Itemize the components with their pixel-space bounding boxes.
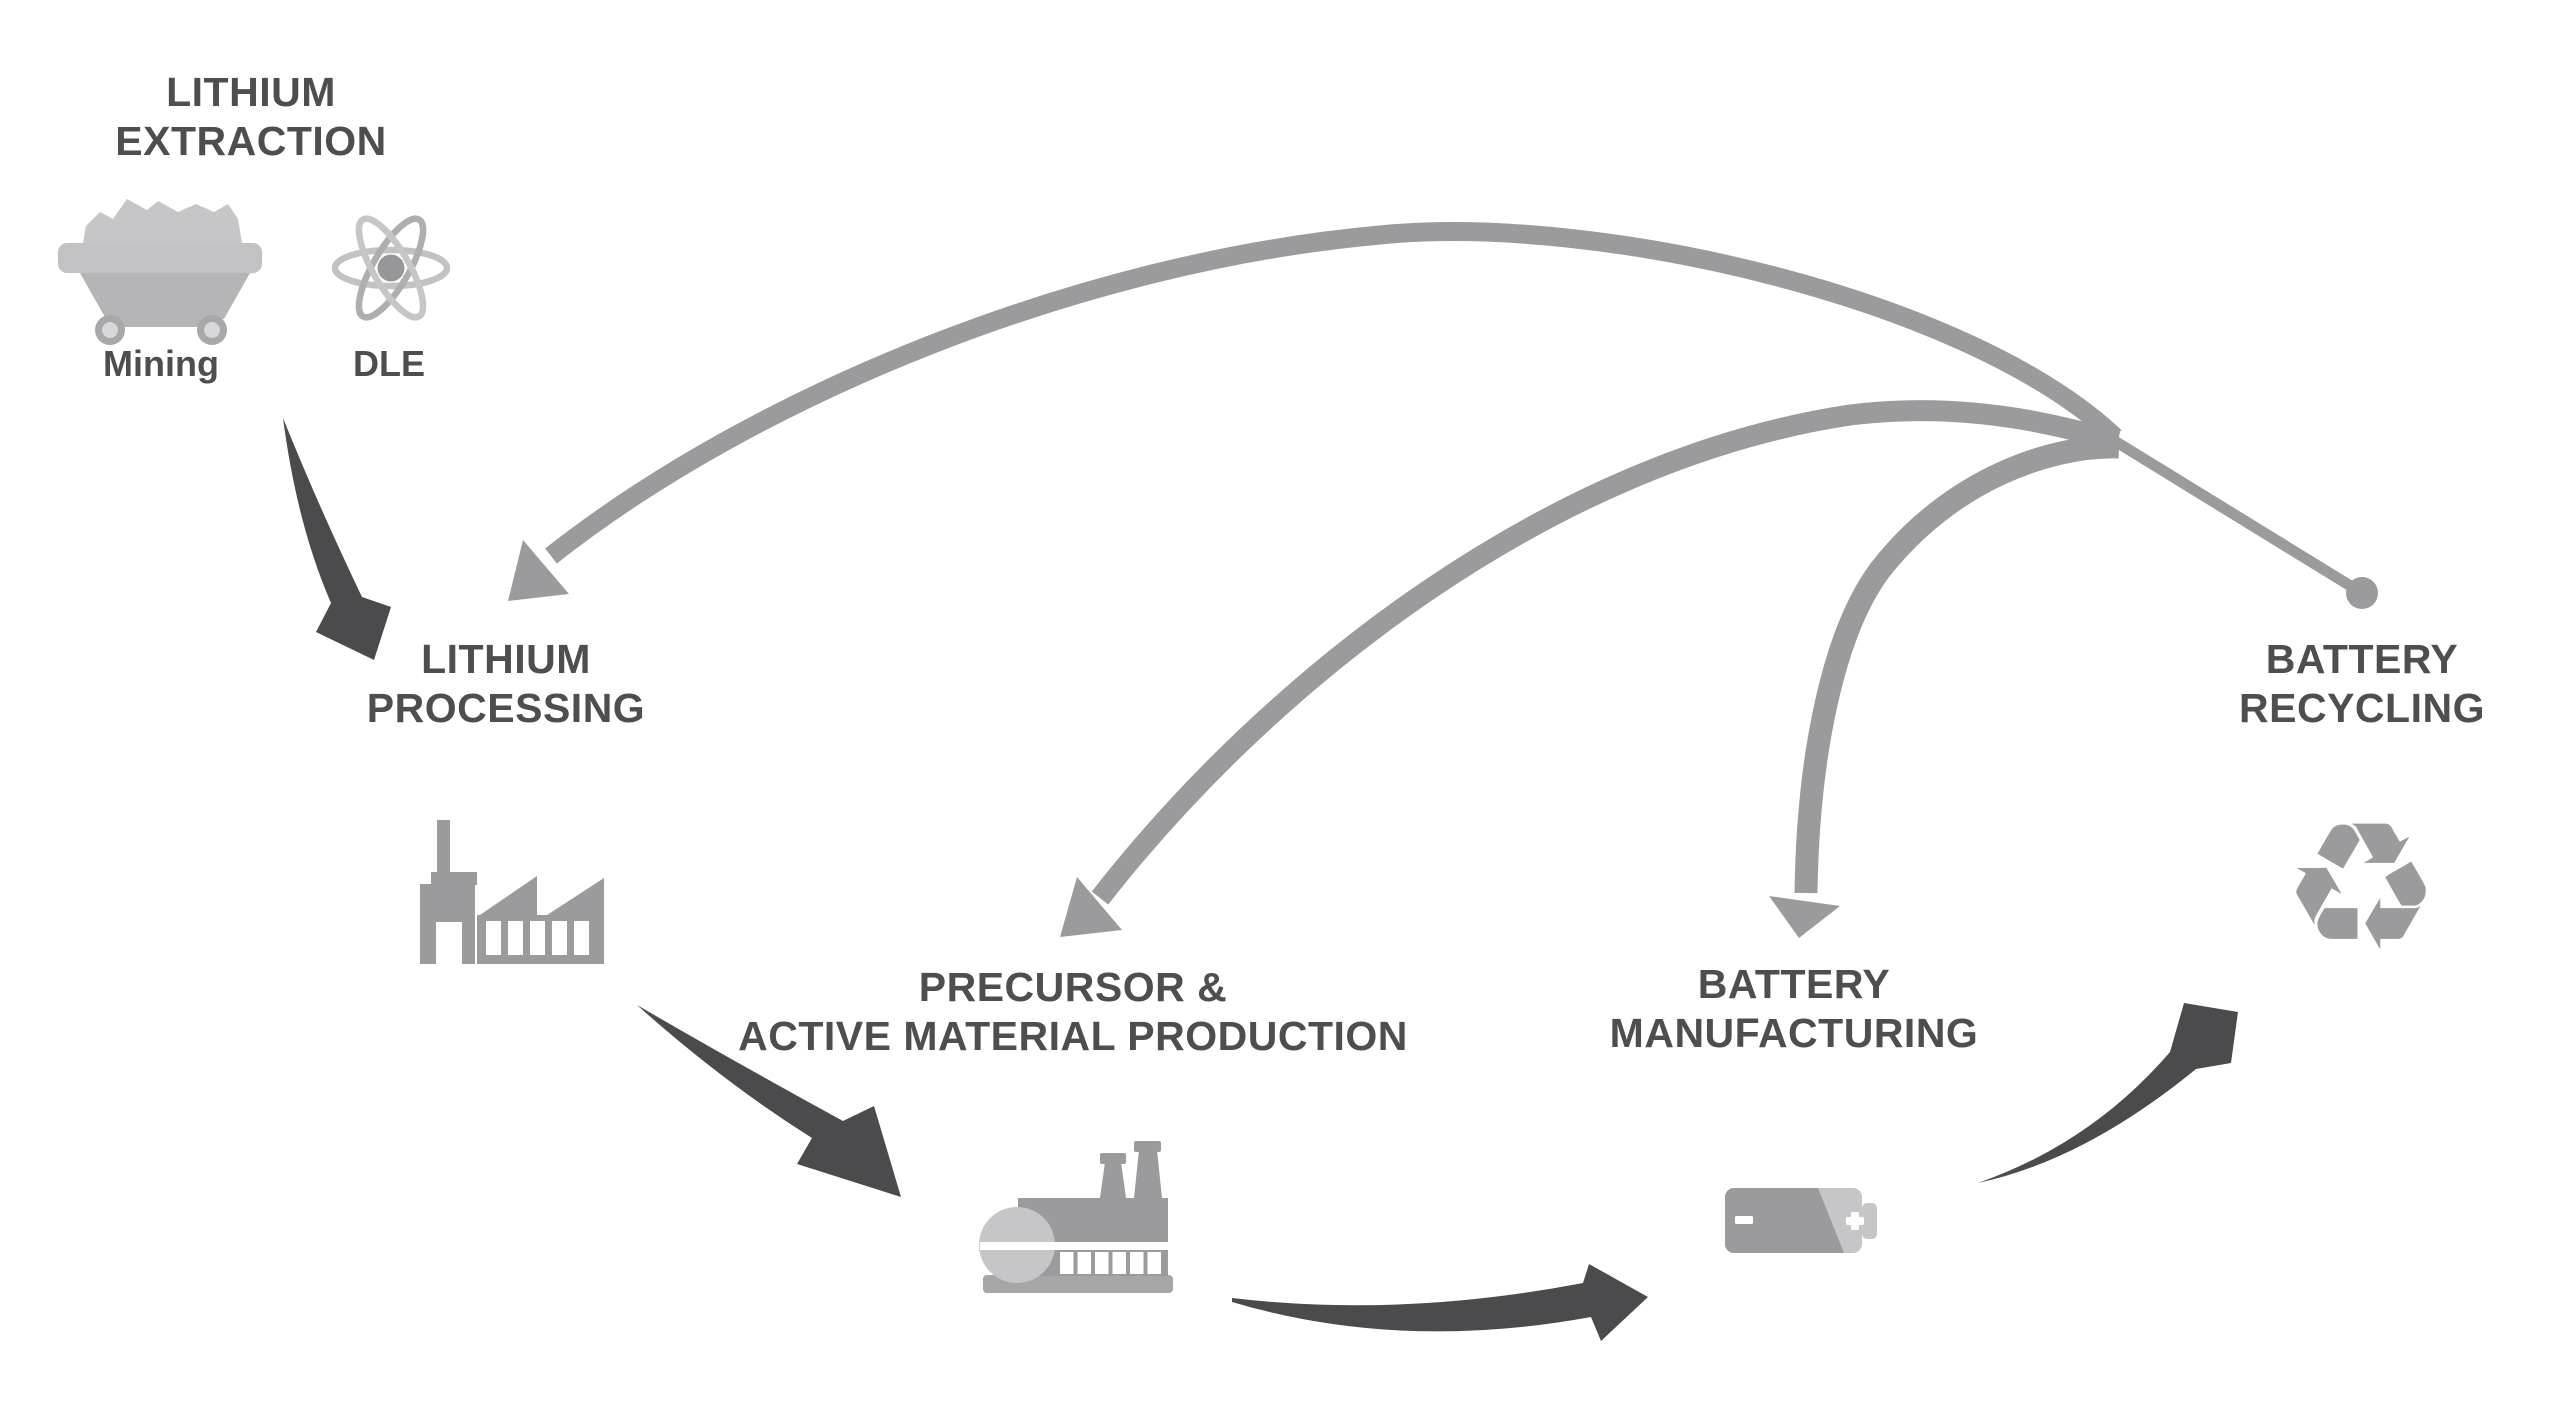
mine-cart-ore-pile — [83, 199, 242, 243]
plant-chimney-2-cap — [1134, 1141, 1161, 1152]
battery-body-dark — [1725, 1188, 1844, 1253]
battery-plus-sign — [1846, 1212, 1864, 1230]
recycle-curve-to-lithium-processing — [545, 222, 2122, 564]
factory-windows — [486, 921, 589, 955]
node-label-battery-manufacturing: BATTERY MANUFACTURING — [1609, 961, 1979, 1056]
recycling-return-arrowheads — [508, 540, 2378, 938]
recycle-curve-tail — [2112, 437, 2368, 599]
factory-chimney — [437, 820, 450, 884]
forward-flow-arrows — [283, 418, 2238, 1341]
recycle-origin-dot — [2346, 577, 2378, 609]
mine-cart-axle — [118, 313, 214, 327]
plant-chimney-1 — [1100, 1162, 1126, 1198]
arrowhead-to-precursor — [1060, 877, 1122, 937]
arrowhead-to-lithium-processing — [508, 540, 569, 601]
arrow-processing-to-precursor — [637, 1005, 901, 1197]
battery-minus-sign — [1735, 1216, 1753, 1224]
atom-orbit-right — [355, 215, 427, 321]
battery-terminal-nub — [1862, 1203, 1877, 1239]
chemical-plant-icon — [979, 1141, 1173, 1293]
factory-roof-tooth-2 — [544, 878, 604, 917]
mine-cart-icon — [58, 199, 262, 345]
factory-roof-tooth-1 — [477, 876, 537, 917]
node-label-precursor-active-material-production: PRECURSOR & ACTIVE MATERIAL PRODUCTION — [738, 964, 1408, 1059]
plant-windows — [1060, 1252, 1161, 1274]
atom-orbit-horizontal — [331, 246, 451, 290]
plant-divider-line — [980, 1242, 1168, 1250]
factory-icon — [420, 820, 604, 964]
atom-nucleus — [377, 254, 405, 282]
arrow-extraction-to-processing — [283, 418, 391, 660]
arrowhead-to-battery-manufacturing — [1769, 896, 1840, 938]
recycling-icon: ♻ — [2281, 783, 2441, 991]
mine-cart-rim — [58, 243, 262, 273]
node-label-battery-recycling: BATTERY RECYCLING — [2239, 636, 2485, 731]
plant-chimney-2 — [1134, 1150, 1162, 1198]
sub-label-dle: DLE — [353, 343, 425, 384]
mine-cart-body — [80, 273, 250, 319]
mine-cart-wheel-right-hub — [204, 322, 220, 338]
mine-cart-wheel-left-hub — [102, 322, 118, 338]
sub-label-mining: Mining — [103, 343, 219, 384]
node-label-lithium-extraction: LITHIUM EXTRACTION — [115, 69, 387, 164]
factory-door — [436, 922, 462, 964]
recycle-curve-to-precursor — [1091, 400, 2121, 905]
battery-icon — [1725, 1188, 1877, 1253]
atom-orbit-left — [355, 215, 427, 321]
factory-chimney-ledge — [431, 872, 477, 885]
recycling-return-curves — [545, 222, 2368, 905]
arrow-precursor-to-battery-manufacturing — [1232, 1264, 1648, 1341]
atom-icon — [331, 215, 451, 321]
plant-chimney-1-cap — [1100, 1153, 1126, 1164]
recycle-curve-to-battery-manufacturing — [1794, 435, 2120, 894]
arrow-battery-manufacturing-to-recycling — [1978, 1003, 2238, 1183]
node-label-lithium-processing: LITHIUM PROCESSING — [366, 636, 646, 731]
